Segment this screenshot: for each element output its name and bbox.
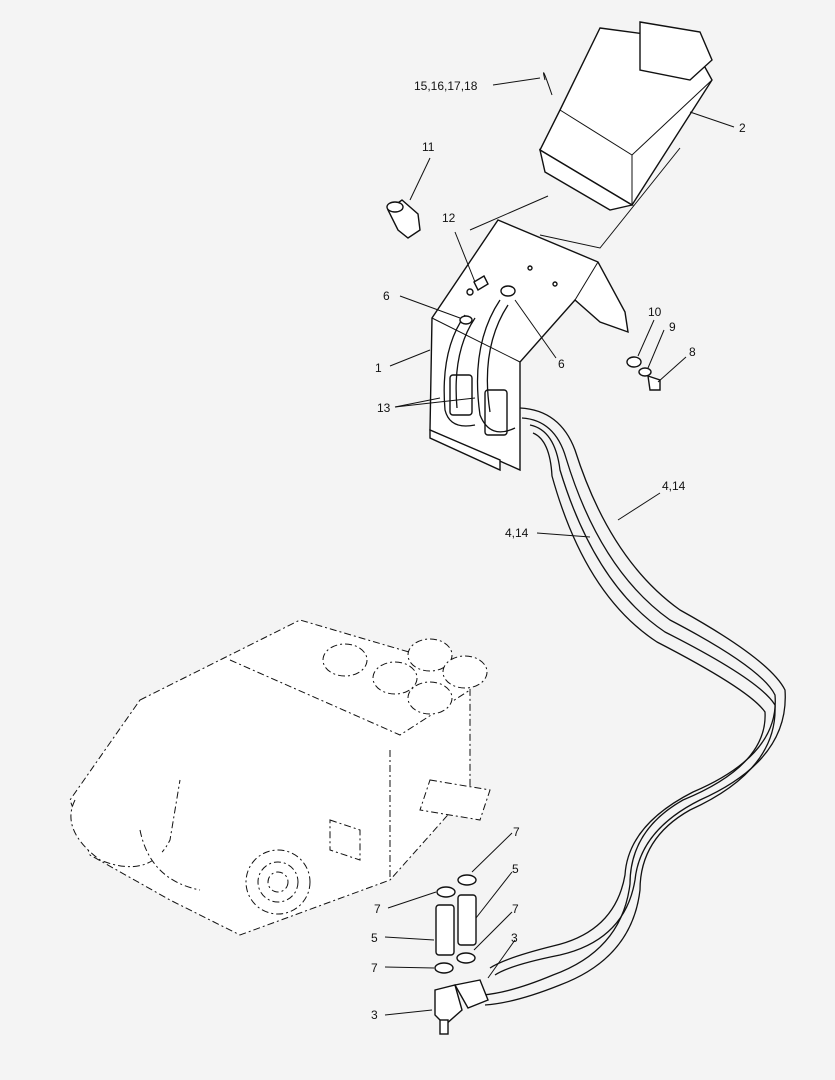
callout-3-b: 3: [371, 1008, 378, 1022]
callout-5-b: 5: [371, 931, 378, 945]
callout-labels: 15,16,17,18 2 11 12 6 6 1 10 9 8 13 4,14…: [371, 79, 746, 1022]
callout-7-c: 7: [512, 902, 519, 916]
sleeve-5-right: [457, 894, 477, 946]
control-valve-block: [69, 619, 491, 936]
callout-5-a: 5: [512, 862, 519, 876]
washer-10: [626, 356, 642, 368]
coupling-3-left: [434, 984, 463, 1026]
clamp-7-left-lower: [434, 962, 454, 974]
callout-8: 8: [689, 345, 696, 359]
callout-12: 12: [442, 211, 456, 225]
fitting-11: [386, 199, 421, 239]
callout-15-16-17-18: 15,16,17,18: [414, 79, 478, 93]
callout-4-14-upper: 4,14: [662, 479, 686, 493]
callout-1: 1: [375, 361, 382, 375]
bracket-tubes: [443, 299, 516, 433]
bolt-8: [647, 374, 661, 391]
callout-6-left: 6: [383, 289, 390, 303]
hydraulic-hoses: [481, 407, 786, 1006]
callout-9: 9: [669, 320, 676, 334]
washer-9: [638, 367, 652, 377]
reservoir-canister: [538, 21, 713, 211]
callout-7-d: 7: [371, 961, 378, 975]
clip-12: [473, 275, 489, 291]
clamp-7-right-lower: [456, 952, 476, 964]
lower-fittings: [434, 874, 489, 1035]
callout-13: 13: [377, 401, 391, 415]
sleeve-5-left: [435, 904, 455, 956]
callout-4-14-lower: 4,14: [505, 526, 529, 540]
clamp-7-right-upper: [457, 874, 477, 886]
callout-2: 2: [739, 121, 746, 135]
oring-6-left: [459, 315, 473, 325]
coupling-stem: [439, 1019, 449, 1035]
callout-7-a: 7: [513, 825, 520, 839]
callout-7-b: 7: [374, 902, 381, 916]
coupling-3-right: [453, 979, 489, 1009]
callout-3-a: 3: [511, 931, 518, 945]
mounting-bracket: [429, 219, 629, 472]
callout-11: 11: [422, 140, 435, 154]
callout-6-right: 6: [558, 357, 565, 371]
callout-10: 10: [648, 305, 662, 319]
leader-lines: [384, 72, 735, 1016]
oring-6-right: [500, 285, 516, 297]
clamp-7-left-upper: [436, 886, 456, 898]
